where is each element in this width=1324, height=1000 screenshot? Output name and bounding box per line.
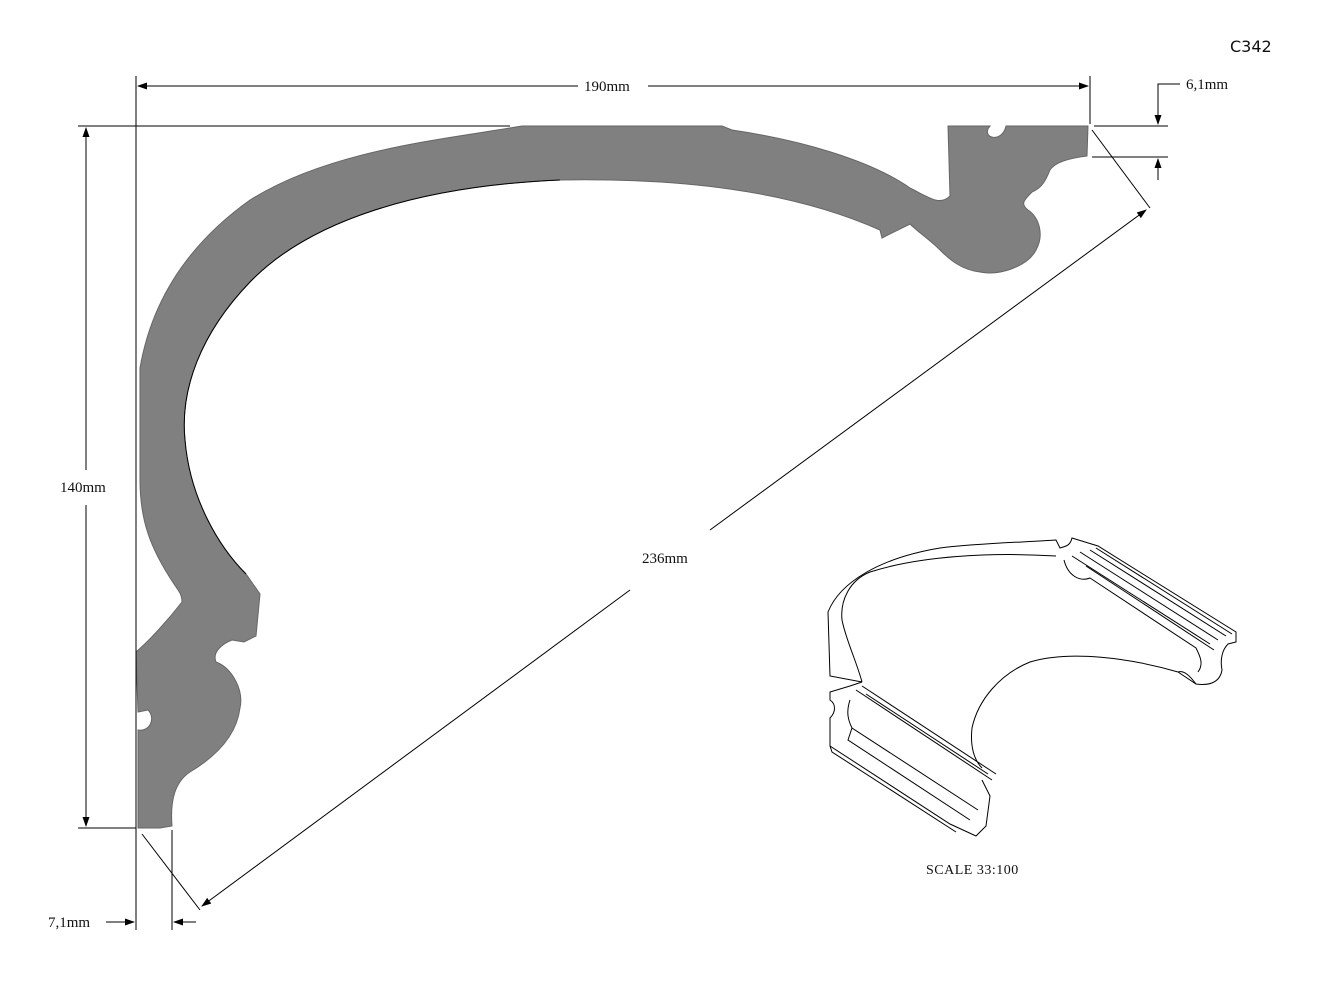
product-code: C342 [1230, 37, 1272, 56]
height-dimension-label: 140mm [60, 480, 106, 496]
diagonal-dim-line-lower [201, 589, 631, 907]
isometric-view [827, 537, 1237, 837]
scale-label: SCALE 33:100 [926, 863, 1019, 878]
diagonal-extension-bottom [141, 833, 201, 911]
top-offset-label: 6,1mm [1186, 77, 1228, 93]
width-dimension-label: 190mm [584, 79, 630, 95]
bottom-offset-label: 7,1mm [48, 915, 90, 931]
diagonal-dimension-label: 236mm [642, 551, 688, 567]
top-offset-leader [1154, 83, 1180, 125]
profile-inner-edge [183, 179, 561, 575]
cornice-cross-section [135, 125, 1089, 829]
diagonal-dim-line-upper [709, 209, 1147, 531]
diagonal-extension-top [1091, 129, 1151, 209]
